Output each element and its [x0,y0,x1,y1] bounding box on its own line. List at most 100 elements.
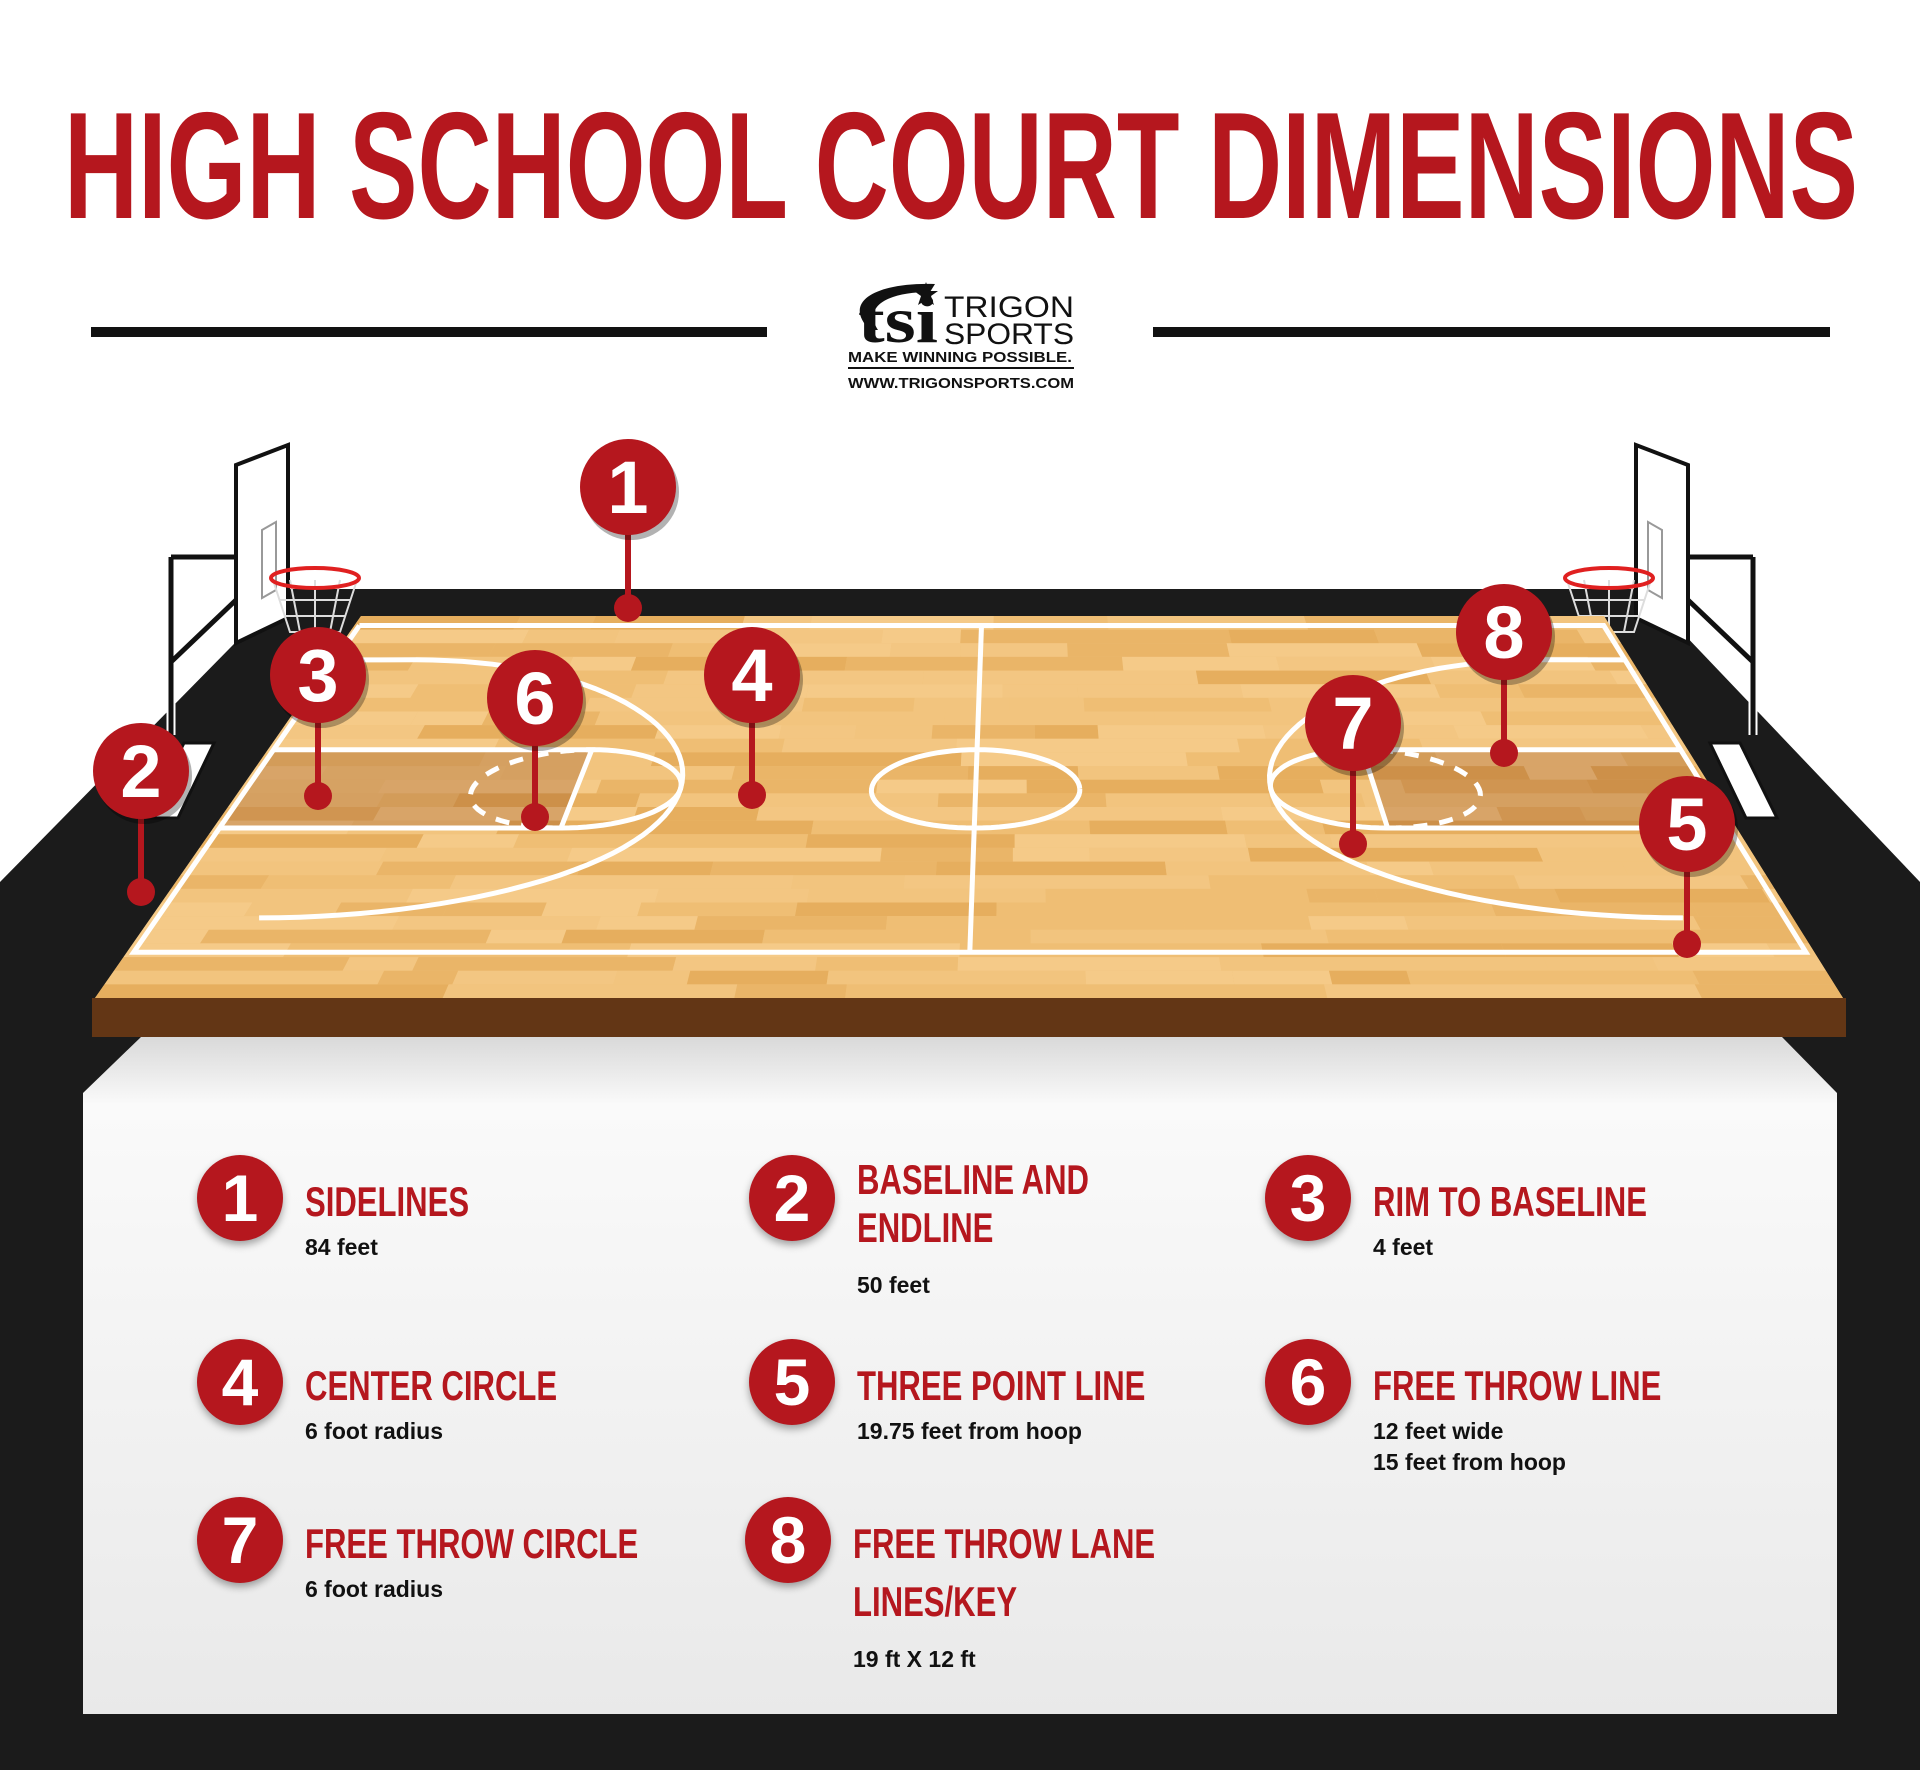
floor-plank [1527,697,1664,712]
floor-plank [190,847,387,862]
floor-plank [844,656,1124,671]
floor-plank [1523,766,1598,780]
legend-number-badge: 6 [1265,1339,1351,1425]
three-point-line-right [1266,657,1683,921]
trigon-sports-logo: tsi TRIGON SPORTS MAKE WINNING POSSIBLE.… [848,282,1074,392]
marker-pin [1490,739,1518,767]
floor-plank [416,834,520,848]
marker-badge [580,439,676,535]
floor-plank [171,875,270,889]
marker-badge [487,650,583,746]
legend-title: CENTER CIRCLE [305,1362,558,1409]
marker-number: 1 [607,446,648,529]
floor-plank [956,738,1241,753]
half-court-line [967,625,984,953]
legend-title-line2: ENDLINE [857,1204,994,1251]
marker-number: 7 [1332,682,1373,765]
floor-plank [1026,779,1324,794]
floor-plank [376,793,460,807]
legend-value: 50 feet [857,1272,930,1298]
floor-plank [452,793,641,807]
legend-number-badge: 4 [197,1339,283,1425]
floor-plank [1325,929,1688,944]
floor-plank [180,861,384,876]
floor-plank [967,766,1079,780]
marker-number: 6 [514,657,555,740]
floor-plank [406,888,659,903]
floor-plank [373,807,638,821]
floor-plank [1695,766,1707,780]
legend-number-badge: 8 [745,1497,831,1583]
floor-plank [1308,916,1409,930]
floor-plank [847,711,946,726]
floor-plank [1083,697,1272,712]
floor-plank [637,902,798,917]
logo-swoosh [859,283,935,330]
floor-plank [377,779,602,794]
floor-plank [1219,957,1549,971]
floor-plank [133,929,209,944]
floor-plank [199,834,424,848]
floor-plank [218,807,381,821]
court-marker-2: 2 [93,723,192,906]
floor-plank [1404,916,1701,930]
legend-title: SIDELINES [305,1178,470,1225]
floor-plank [960,752,1188,767]
divider-left [91,327,767,337]
floor-plank [815,957,959,971]
marker-badge [270,627,366,723]
marker-badge [93,723,189,819]
logo-rule [848,367,1074,369]
floor-plank [845,984,1074,998]
floor-plank [672,957,818,971]
legend-number-badge: 2 [749,1155,835,1241]
floor-plank [1517,684,1656,698]
floor-plank [152,902,253,917]
floor-plank [1077,766,1220,780]
floor-plank [566,847,882,862]
floor-plank [654,888,810,903]
marker-badge [1305,675,1401,771]
marker-pin [304,782,332,810]
floor-plank [1425,670,1618,685]
free-throw-circle-dashed-right [1362,747,1483,831]
floor-plank [260,875,456,889]
floor-plank [577,861,714,876]
legend-value: 84 feet [305,1234,378,1260]
floor-plank [513,834,809,848]
floor-plank [778,725,857,739]
floor-plank [1693,916,1801,930]
floor-plank [931,725,1035,739]
floor-plank [1679,929,1809,944]
marker-number: 4 [731,634,772,717]
info-panel [83,1037,1837,1714]
marker-badge [1456,584,1552,680]
marker-pin [1339,830,1367,858]
floor-plank [1164,861,1371,876]
floor-plank [318,766,507,780]
floor-plank [854,725,933,739]
logo-url: WWW.TRIGONSPORTS.COM [848,375,1074,392]
floor-plank [960,643,1068,657]
floor-plank [805,684,1003,698]
floor-plank [1490,902,1699,917]
court-boundary [128,623,1811,955]
floor-plank [650,752,962,767]
floor-plank [1434,752,1629,767]
floor-plank [1097,725,1267,739]
legend-title: FREE THROW LINE [1373,1362,1662,1409]
floor-plank [762,929,837,944]
floor-plank [1012,847,1090,862]
floor-plank [1226,643,1423,657]
court-marker-8: 8 [1456,584,1555,767]
floor-plank [114,957,350,971]
floor-plank [731,766,969,780]
floor-plank [1473,888,1561,903]
floor-plank [1089,820,1228,835]
marker-number: 8 [1483,591,1524,674]
floor-plank [937,793,1107,807]
court-marker-4: 4 [704,627,803,809]
floor-plank [1496,807,1587,821]
floor-plank [1231,970,1333,985]
